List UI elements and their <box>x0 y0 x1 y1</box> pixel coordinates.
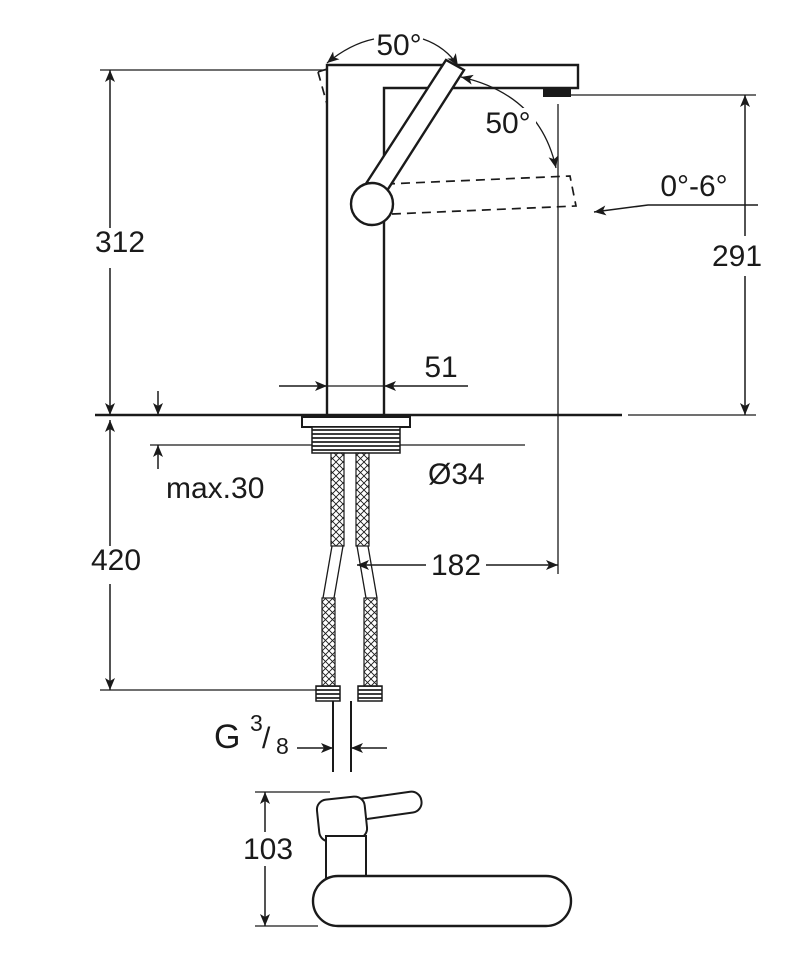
mounting-plate <box>301 416 411 428</box>
tilt-leader <box>593 204 758 216</box>
hose-connector-left <box>315 685 341 702</box>
dim-hole-diameter-label: Ø34 <box>428 458 485 491</box>
dim-51-label: 51 <box>424 351 457 384</box>
hose-connector-right <box>357 685 383 702</box>
plan-body <box>325 835 367 879</box>
dim-312-label: 312 <box>95 226 145 259</box>
angle-top-label: 50° <box>376 29 421 62</box>
tilt-range-label: 0°-6° <box>660 170 727 203</box>
thread-letter-label: G <box>214 718 240 756</box>
lever-joint <box>349 181 395 227</box>
supply-hoses <box>315 452 383 772</box>
thread-slash-label: / <box>262 722 271 755</box>
dim-420-label: 420 <box>91 544 141 577</box>
hose-right-lower <box>363 597 378 687</box>
dim-291-label: 291 <box>712 240 762 273</box>
dim-max30-label: max.30 <box>166 472 264 505</box>
hose-left-lower <box>321 597 336 687</box>
angle-mid-label: 50° <box>485 107 530 140</box>
hose-left-upper <box>330 452 345 547</box>
angle-mid-mask <box>480 108 536 138</box>
counter-section <box>95 413 622 454</box>
hose-right-upper <box>355 452 370 547</box>
mounting-nut <box>311 426 401 454</box>
lever-dashed-horizontal-position <box>385 175 578 215</box>
hose-transition-lines <box>322 545 378 599</box>
thread-numerator-label: 3 <box>250 710 263 736</box>
faucet-body-outline <box>325 63 580 415</box>
connection-pipe <box>332 701 352 772</box>
dimensions: 312 291 50° 50° 0°-6° 51 max.30 Ø34 <box>91 29 762 927</box>
plan-base-outline <box>311 874 573 928</box>
dim-103-label: 103 <box>243 833 293 866</box>
thread-denominator-label: 8 <box>276 733 289 759</box>
dim-182-label: 182 <box>431 549 481 582</box>
faucet-side-view <box>317 58 580 415</box>
angle-top-arc-right <box>422 38 459 67</box>
angle-top-arc-left <box>326 38 375 64</box>
faucet-plan-view <box>311 790 573 928</box>
